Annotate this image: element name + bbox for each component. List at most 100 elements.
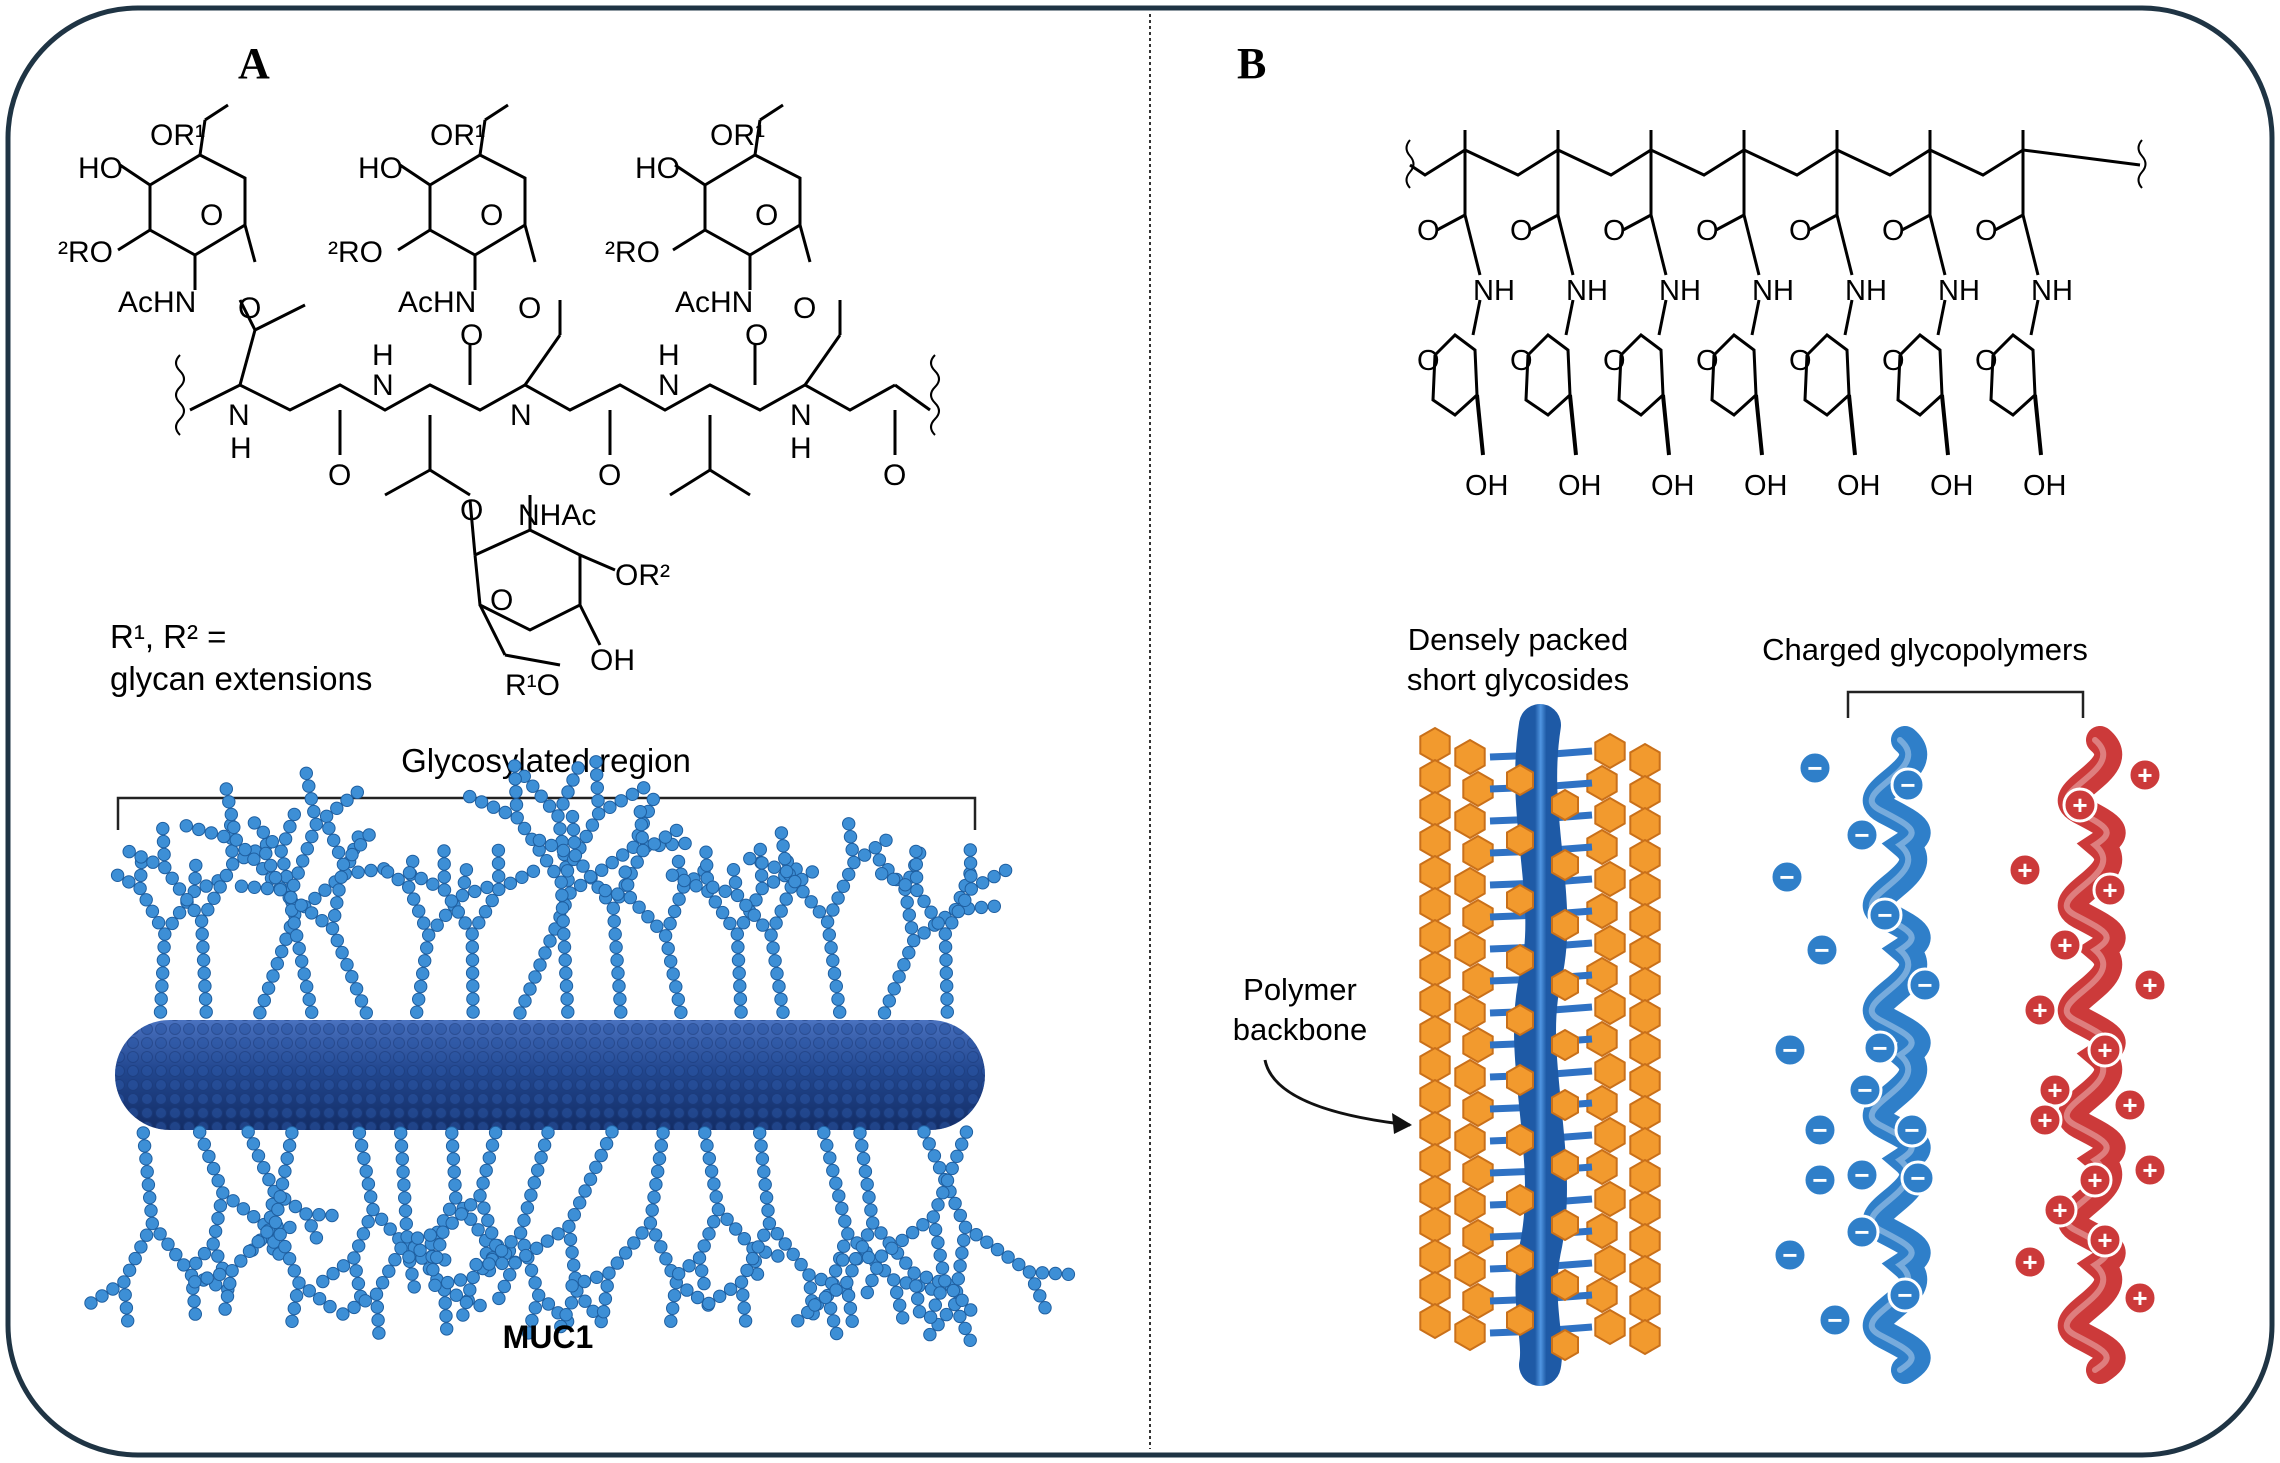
glycan-bead — [229, 833, 244, 847]
glycan-bead — [398, 1204, 413, 1218]
glycan-bead — [198, 992, 213, 1006]
glycan-bead — [922, 1137, 936, 1151]
glycan-bead — [139, 1152, 153, 1166]
glycan-bead — [349, 1264, 363, 1278]
glycan-bead — [486, 800, 501, 814]
glycan-bead — [445, 1216, 459, 1230]
glycan-bead — [134, 1240, 148, 1254]
glycoside-hex-left — [1462, 770, 1494, 808]
glycan-bead — [917, 894, 931, 908]
glycan-bead — [667, 1288, 682, 1303]
glycan-bead — [939, 953, 953, 967]
nh-label: NH — [1845, 275, 1887, 307]
glycan-bead — [553, 822, 567, 836]
label-h-4: H — [658, 339, 680, 372]
glycan-bead — [299, 766, 313, 780]
glycan-bead — [357, 1151, 371, 1166]
glycoside-hex-front — [1506, 763, 1534, 797]
label-h-2: H — [372, 339, 394, 372]
glycan-bead — [627, 1236, 641, 1250]
glycan-bead — [359, 1006, 373, 1020]
glycan-bead — [1061, 1267, 1076, 1282]
glycan-bead — [364, 1190, 378, 1204]
glycoside-hex-outer-right — [1629, 966, 1661, 1004]
glycan-bead — [946, 1283, 961, 1298]
glycan-bead — [478, 905, 493, 919]
glycan-bead — [729, 1222, 743, 1236]
glycan-bead — [893, 1298, 907, 1312]
plus-sign: + — [2122, 1090, 2137, 1120]
glycoside-hex-outer-right — [1629, 774, 1661, 812]
glycoside-hex-outer-left — [1419, 1302, 1451, 1340]
label-glyco-o-3: O — [793, 292, 816, 325]
glycan-bead — [875, 867, 889, 881]
minus-sign: − — [1807, 753, 1822, 783]
glycan-bead — [268, 1215, 283, 1230]
glycan-bead — [485, 1138, 500, 1152]
glycoside-hex-right — [1594, 1180, 1626, 1218]
minus-sign: − — [1827, 1305, 1842, 1335]
glycan-bead — [905, 1225, 920, 1240]
glycan-bead — [663, 916, 677, 931]
glycan-bead — [394, 1126, 408, 1140]
glycan-bead — [885, 1241, 899, 1256]
glycan-bead — [963, 843, 977, 857]
glycan-bead — [481, 1213, 495, 1228]
glycan-bead — [776, 1005, 790, 1019]
glycan-bead — [196, 940, 210, 954]
glycan-bead — [268, 870, 283, 885]
glycan-bead — [855, 1139, 869, 1153]
glycan-bead — [448, 1178, 462, 1192]
glycan-bead — [284, 890, 298, 905]
glycan-bead — [234, 1254, 248, 1268]
glycan-bead — [953, 1309, 967, 1324]
glycan-bead — [940, 1005, 954, 1019]
glycan-bead — [247, 852, 261, 866]
glycan-bead — [734, 1005, 748, 1019]
glycan-bead — [917, 1125, 931, 1139]
glycan-bead — [154, 992, 168, 1006]
glycan-bead — [410, 1231, 425, 1245]
glycan-bead — [939, 1307, 954, 1322]
glycan-bead — [534, 789, 548, 803]
glycan-bead — [192, 822, 206, 837]
glycan-bead — [737, 1232, 751, 1246]
glycoside-hex-right — [1586, 956, 1618, 994]
glycan-bead — [753, 1126, 767, 1140]
glycan-bead — [474, 795, 489, 809]
positive-charge-badge — [2122, 1280, 2158, 1316]
cn-bond — [1463, 214, 1482, 276]
carbonyl-o-label: O — [1696, 215, 1719, 247]
glycan-bead — [630, 855, 644, 869]
glycan-bead — [723, 1282, 738, 1296]
glycan-bead — [589, 1160, 603, 1175]
glycan-bead — [556, 843, 571, 858]
glycan-bead — [887, 1273, 901, 1287]
glycan-bead — [697, 1276, 711, 1291]
glycoside-hex-outer-left — [1419, 1270, 1451, 1308]
label-achn-1: AcHN — [118, 286, 196, 319]
glycan-bead — [158, 927, 172, 941]
glycan-bead — [189, 1256, 203, 1271]
glycan-bead — [605, 1125, 619, 1139]
glycan-bead — [468, 884, 482, 899]
glycan-bead — [577, 1274, 592, 1289]
glycan-bead — [508, 772, 522, 786]
glycan-bead — [665, 868, 680, 882]
glycan-bead — [201, 903, 215, 917]
glycan-bead — [287, 916, 301, 930]
anomeric-bond — [1564, 299, 1575, 336]
glycan-bead — [466, 1270, 480, 1285]
glycan-bead — [369, 1287, 384, 1301]
glycan-bead — [510, 811, 524, 825]
glycan-bead — [907, 1266, 921, 1280]
oh-label: OH — [1558, 470, 1602, 502]
glycan-bead — [840, 1275, 854, 1290]
glycoside-hex-front — [1551, 788, 1579, 822]
ring-o-label: O — [1603, 345, 1626, 377]
glycan-bead — [528, 970, 542, 984]
glycan-bead — [709, 1190, 723, 1204]
glycan-bead — [288, 1199, 303, 1214]
glycan-bead — [764, 928, 778, 942]
negative-charge-badge — [1887, 1277, 1923, 1313]
